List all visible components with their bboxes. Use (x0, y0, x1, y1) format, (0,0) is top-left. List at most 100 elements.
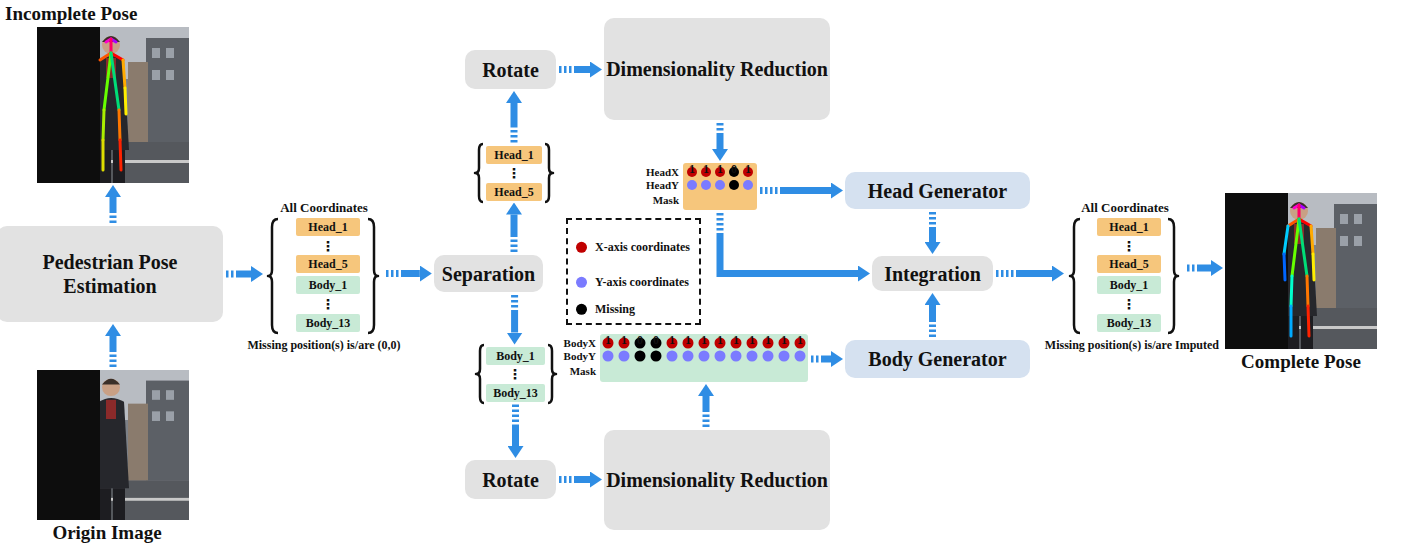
list-heading: All Coordinates (265, 200, 383, 215)
keypoint-tag: Body_13 (1097, 314, 1161, 332)
tag-label: Body_13 (493, 387, 538, 399)
coordinate-list: All CoordinatesMissing position(s) is/ar… (1066, 200, 1184, 336)
pose-skeleton (1284, 205, 1314, 336)
pose-limb (1290, 306, 1293, 336)
pose-image: Incomplete Pose (37, 27, 189, 183)
pose-limb (104, 53, 111, 110)
brace (475, 144, 483, 202)
pose-limb (123, 60, 125, 88)
coordinate-dot (635, 351, 646, 362)
coordinate-dot (795, 351, 806, 362)
coordinate-dot (743, 180, 753, 190)
keypoint-tag: Body_1 (1097, 276, 1161, 294)
tag-label: Head_1 (494, 149, 533, 161)
pose-limb (1284, 254, 1285, 280)
box-label: Integration (884, 262, 981, 286)
keypoint-tag: Head_1 (296, 218, 360, 236)
tag-label: Head_5 (494, 186, 533, 198)
tag-label: Head_1 (308, 221, 347, 233)
coordinate-dot (603, 351, 614, 362)
tag-label: Body_1 (496, 350, 535, 362)
brace (368, 219, 378, 333)
pose-limb (110, 39, 113, 53)
flow-arrow (811, 356, 831, 363)
list-heading: All Coordinates (1066, 200, 1184, 215)
brace (268, 219, 278, 333)
box-label: Body Generator (868, 347, 1006, 371)
flow-arrow (512, 405, 519, 447)
box-label: Rotate (482, 468, 539, 492)
process-box: Head Generator (845, 172, 1030, 209)
legend-item: X-axis coordinates (576, 240, 694, 254)
coordinate-dot (747, 351, 758, 362)
legend-swatch (576, 276, 587, 287)
flow-arrow (703, 396, 710, 427)
box-label: Dimensionality Reduction (606, 468, 828, 492)
process-box: Body Generator (845, 340, 1030, 378)
pose-skeleton (100, 39, 126, 170)
legend-item: Missing (576, 302, 694, 316)
pose-limb (1299, 219, 1307, 276)
pose-limb (103, 110, 104, 140)
brace (548, 345, 556, 403)
process-box: Dimensionality Reduction (604, 18, 830, 120)
keypoint-tag: Head_5 (486, 183, 542, 201)
pose-limb (125, 88, 126, 114)
box-label: Pedestrian Pose Estimation (0, 250, 223, 298)
keypoint-tag: Head_5 (1097, 255, 1161, 273)
row-label: BodyY (564, 350, 596, 362)
tag-label: Head_1 (1109, 221, 1148, 233)
tag-label: Body_1 (309, 279, 348, 291)
mask-values: 1 1 1 0 1 (683, 163, 757, 175)
street-photo (37, 27, 189, 183)
box-label: Head Generator (868, 179, 1007, 203)
flow-arrow (929, 212, 936, 242)
coordinate-dot (715, 351, 726, 362)
flow-arrow (996, 270, 1052, 277)
row-label: Mask (653, 194, 679, 206)
legend-swatch (576, 303, 587, 314)
street-photo (37, 370, 189, 520)
coordinate-dot (619, 351, 630, 362)
tag-label: Head_5 (308, 258, 347, 270)
process-box: Integration (872, 256, 993, 291)
flow-arrow (1187, 265, 1211, 272)
pose-limb (1291, 276, 1292, 306)
pose-limb (1308, 306, 1309, 336)
row-label: HeadX (646, 166, 679, 178)
coordinate-dot (779, 351, 790, 362)
coordinate-dot (683, 351, 694, 362)
coordinate-dot (651, 351, 662, 362)
pose-limb (119, 110, 120, 140)
keypoint-tag: Body_13 (296, 314, 360, 332)
flow-arrow (386, 270, 420, 277)
coordinate-dot (729, 180, 739, 190)
coordinate-list: All CoordinatesMissing position(s) is/ar… (265, 200, 383, 336)
legend-text: X-axis coordinates (595, 240, 690, 254)
street-photo (1225, 193, 1377, 349)
tag-label: Body_13 (306, 317, 351, 329)
keypoint-tag: Body_1 (486, 347, 545, 365)
pose-image: Origin Image (37, 370, 189, 520)
tag-label: Body_1 (1110, 279, 1149, 291)
coordinate-dot (731, 351, 742, 362)
row-label: HeadY (646, 179, 679, 191)
legend-swatch (576, 241, 587, 252)
complete-pose-photo (1225, 193, 1377, 349)
keypoint-tag: Head_5 (296, 255, 360, 273)
image-caption: Origin Image (52, 523, 161, 544)
legend-box: X-axis coordinatesY-axis coordinatesMiss… (566, 218, 701, 325)
tag-label: Head_5 (1109, 258, 1148, 270)
coordinate-dot (667, 351, 678, 362)
legend-text: Y-axis coordinates (595, 275, 690, 289)
process-box: Rotate (465, 460, 556, 499)
ellipsis-mark: ⋮ (321, 239, 335, 253)
coordinate-dot (715, 180, 725, 190)
pose-limb (1311, 226, 1313, 254)
coordinate-dot (763, 351, 774, 362)
keypoint-tag: Body_13 (486, 384, 545, 402)
ellipsis-mark: ⋮ (1122, 239, 1136, 253)
pose-image: Complete Pose (1225, 193, 1377, 349)
image-caption: Incomplete Pose (5, 4, 137, 25)
keypoint-tag: Head_1 (486, 146, 542, 164)
